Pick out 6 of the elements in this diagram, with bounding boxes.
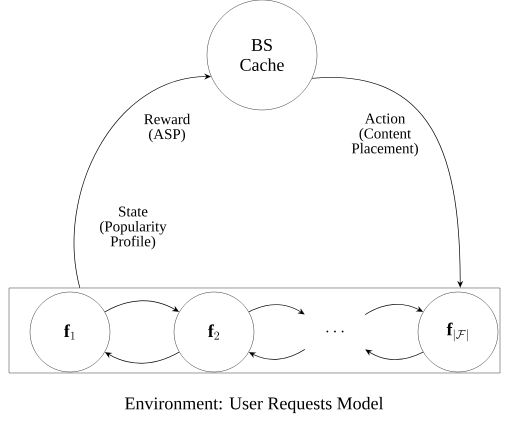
arc-label: Reward (ASP): [144, 114, 190, 142]
caption: Environment: User Requests Model: [125, 396, 384, 414]
edge-label: State (Popularity Profile): [100, 206, 167, 250]
edge-label: Action (Content Placement): [352, 114, 418, 156]
ellipsis-text: $\cdots$: [326, 330, 344, 332]
environment-box: [8, 288, 500, 374]
